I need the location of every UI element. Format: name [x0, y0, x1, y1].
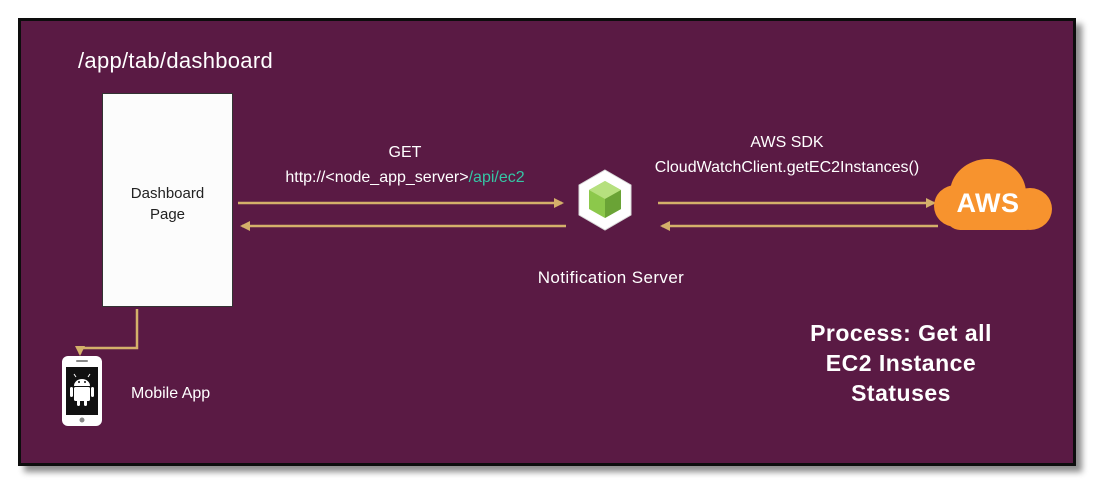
dashboard-page-label-line1: Dashboard [130, 185, 205, 202]
dashboard-page-label-line2: Page [149, 206, 186, 223]
aws-logo-text: AWS [956, 188, 1020, 218]
process-title-line3: Statuses [851, 380, 951, 406]
dashboard-page-label: Dashboard Page [102, 183, 233, 225]
request-url: http://<node_app_server>/api/ec2 [250, 165, 560, 190]
process-title: Process: Get all EC2 Instance Statuses [760, 318, 1042, 408]
aws-sdk-method: CloudWatchClient.getEC2Instances() [654, 159, 920, 176]
request-url-prefix: http://<node_app_server> [285, 169, 469, 186]
dashboard-page-box [102, 93, 233, 307]
mobile-app-label: Mobile App [131, 385, 211, 402]
notification-server-label: Notification Server [537, 268, 685, 287]
route-path-title: /app/tab/dashboard [78, 48, 273, 73]
mobile-connector-arrow [75, 309, 139, 356]
android-phone-icon [62, 356, 102, 426]
process-title-line1: Process: Get all [810, 320, 992, 346]
aws-cloud-icon [934, 159, 1052, 230]
http-method: GET [388, 144, 422, 161]
request-url-path: /api/ec2 [468, 169, 525, 186]
get-request-label: GET http://<node_app_server>/api/ec2 [250, 140, 560, 190]
process-title-line2: EC2 Instance [825, 350, 977, 376]
nodejs-hexagon-icon [578, 169, 632, 231]
aws-sdk-title: AWS SDK [750, 134, 824, 151]
aws-sdk-label: AWS SDK CloudWatchClient.getEC2Instances… [630, 130, 944, 180]
